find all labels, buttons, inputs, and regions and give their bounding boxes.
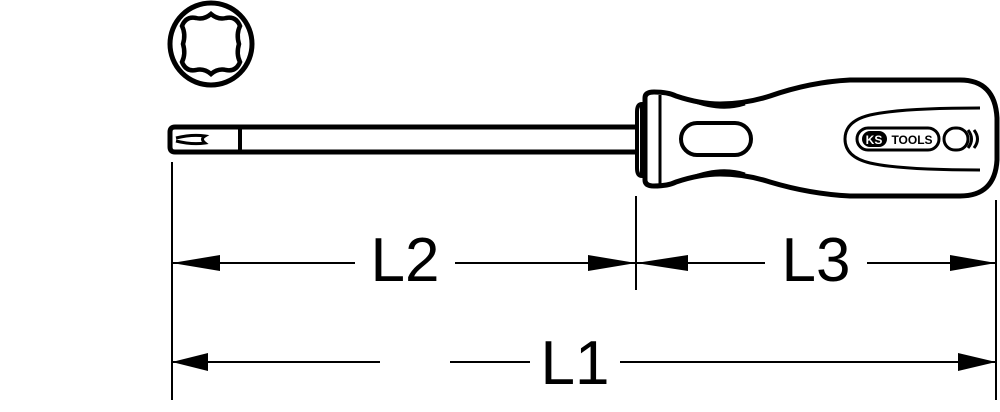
extension-lines [171,162,997,400]
dimension-label-l2: L2 [364,230,446,292]
dimension-label-l1: L1 [534,333,616,395]
dimension-l2 [172,255,636,271]
logo-prefix: KS [866,133,883,147]
handle [635,77,1000,199]
dimension-l3 [636,255,996,271]
ks-tools-logo: KS TOOLS [855,126,979,152]
torx-profile-icon [167,0,255,88]
blade [167,124,637,155]
dimension-l1 [172,353,996,371]
dimension-label-l3: L3 [775,230,857,292]
logo-suffix: TOOLS [891,133,932,147]
